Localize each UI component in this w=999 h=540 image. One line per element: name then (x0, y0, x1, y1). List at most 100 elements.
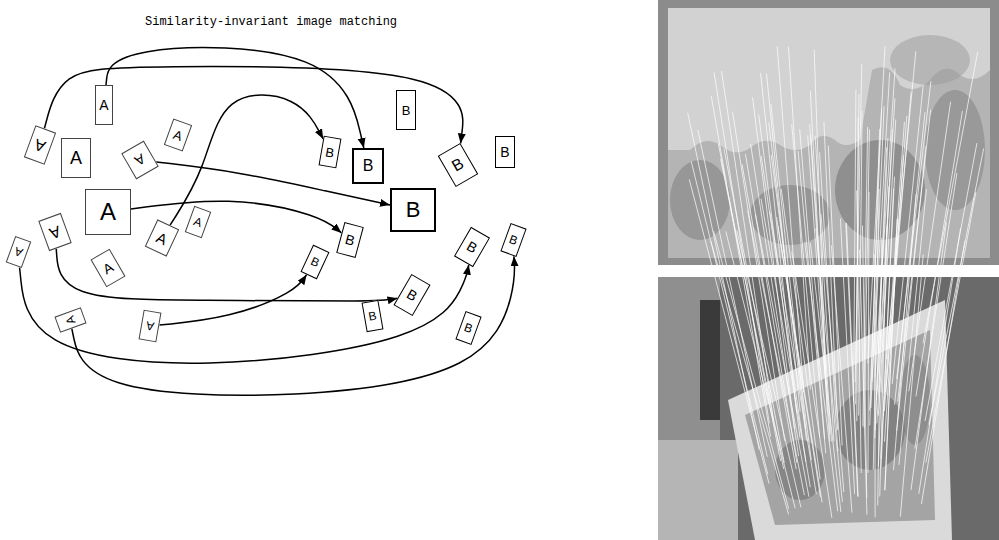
letter-box: A (54, 307, 86, 333)
match-line (860, 250, 867, 515)
letter-glyph: B (500, 145, 509, 159)
letter-glyph: B (449, 155, 466, 174)
match-line (840, 218, 854, 493)
letter-glyph: B (363, 158, 374, 174)
match-line (895, 112, 925, 404)
letter-glyph: B (507, 233, 519, 247)
match-lines (688, 46, 984, 518)
match-line (864, 129, 869, 427)
match-arrow (72, 256, 515, 395)
paper-blot (900, 355, 930, 445)
letter-glyph: A (12, 245, 24, 259)
match-arrow (159, 275, 306, 325)
letter-box: B (361, 300, 383, 332)
match-line (859, 111, 863, 416)
letter-box: A (38, 213, 71, 251)
letter-glyph: A (100, 260, 115, 277)
letter-box: B (454, 227, 490, 267)
match-line (923, 52, 978, 344)
match-line (916, 111, 963, 397)
letter-glyph: B (464, 239, 479, 256)
letter-glyph: B (344, 232, 357, 248)
letter-glyph: B (325, 145, 336, 159)
match-line (771, 155, 811, 460)
letter-box: B (500, 223, 526, 257)
painting (668, 8, 990, 258)
letter-box: B (390, 188, 436, 232)
match-line (805, 242, 838, 511)
letter-box: A (61, 138, 91, 178)
match-line (751, 144, 799, 456)
letter-box: B (438, 143, 479, 187)
room-door (700, 300, 720, 420)
match-line (854, 90, 856, 402)
match-line (886, 51, 916, 359)
letter-box: B (393, 274, 430, 316)
match-line (881, 177, 895, 459)
match-line (828, 146, 842, 446)
letter-glyph: B (462, 321, 474, 335)
match-arrow (106, 48, 364, 148)
match-line (919, 228, 961, 494)
match-line (909, 102, 951, 392)
letter-glyph: A (100, 200, 116, 224)
letter-glyph: A (132, 152, 147, 169)
letter-box: A (85, 189, 131, 235)
match-line (688, 113, 760, 450)
match-line (698, 130, 767, 457)
letter-box: B (455, 311, 481, 345)
match-line (767, 74, 801, 412)
letter-box: B (495, 136, 515, 168)
letter-glyph: B (402, 104, 411, 117)
letter-glyph: A (154, 229, 169, 247)
letter-box: B (319, 136, 342, 169)
letter-box: B (336, 222, 364, 258)
match-line (929, 148, 984, 424)
match-arrow (56, 249, 397, 302)
match-line (788, 47, 810, 390)
letter-glyph: B (404, 287, 419, 304)
letter-box: B (352, 148, 384, 184)
letter-box: A (145, 219, 179, 256)
letter-glyph: A (145, 319, 155, 332)
match-line (724, 149, 784, 463)
letter-box: A (139, 310, 162, 343)
letter-glyph: A (172, 127, 185, 142)
room-desk (658, 440, 738, 540)
match-line (900, 254, 923, 516)
match-line (714, 72, 769, 423)
letter-glyph: B (406, 199, 421, 221)
match-line (862, 226, 866, 498)
match-line (873, 189, 879, 470)
title-text: Similarity-invariant image matching (145, 15, 397, 29)
match-line (868, 192, 869, 473)
match-arrow (44, 66, 462, 143)
letter-glyph: B (309, 255, 321, 269)
match-line (878, 119, 895, 415)
letter-box: A (90, 249, 125, 288)
match-arrow (20, 265, 469, 363)
match-line (925, 143, 977, 421)
match-line (894, 194, 916, 470)
letter-box: B (396, 90, 416, 130)
match-line (761, 199, 810, 487)
match-line (815, 136, 834, 441)
match-line (810, 124, 830, 434)
letter-box: A (24, 125, 56, 164)
letter-glyph: A (99, 98, 108, 112)
letter-glyph: A (32, 136, 48, 155)
letter-box: B (301, 245, 330, 280)
letter-box: A (185, 206, 211, 238)
match-line (921, 241, 964, 505)
letter-glyph: B (367, 309, 377, 322)
letter-box: A (95, 85, 113, 125)
letter-glyph: A (192, 215, 204, 229)
match-line (726, 231, 795, 508)
letter-glyph: A (63, 314, 77, 326)
figure-title: Similarity-invariant image matching (143, 11, 399, 29)
match-line (857, 118, 858, 422)
letter-box: A (121, 141, 159, 180)
letter-box: A (5, 236, 31, 268)
